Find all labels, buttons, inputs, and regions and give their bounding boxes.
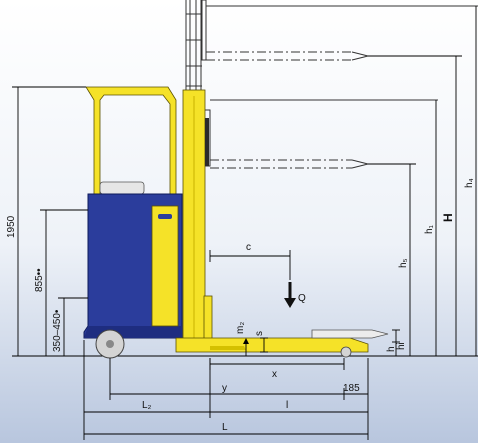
label-185: 185: [343, 383, 360, 394]
label-hi: hi: [396, 342, 407, 350]
label-855: 855••: [34, 268, 45, 292]
dim-h-hi: [392, 329, 400, 356]
dim-855: [40, 209, 88, 356]
dim-L2-l: [83, 340, 368, 440]
label-l: l: [286, 400, 288, 411]
label-s: s: [254, 331, 265, 336]
label-x: x: [272, 369, 277, 380]
label-Q: Q: [298, 293, 306, 304]
label-350-450: 350–450•: [52, 309, 63, 352]
side-panel: [151, 205, 179, 327]
fork-leg: [175, 337, 369, 353]
label-h1: h₁: [424, 224, 435, 234]
dim-y: [109, 358, 344, 400]
label-y: y: [222, 383, 227, 394]
dim-m2: [243, 338, 249, 356]
label-h4: h₄: [464, 178, 475, 188]
dim-h5: [368, 163, 416, 356]
label-H: H: [441, 213, 455, 222]
label-L: L: [222, 422, 228, 433]
dim-1950: [12, 86, 86, 356]
dim-H: [368, 55, 462, 356]
mast-chain: [205, 118, 209, 166]
operator-backrest: [99, 181, 145, 195]
label-m2: m₂: [235, 322, 246, 334]
dim-185: [343, 358, 369, 440]
lowered-fork-tip: [311, 329, 389, 339]
label-h: h: [386, 346, 397, 352]
panel-handle: [158, 214, 172, 219]
dim-c: [209, 250, 291, 280]
load-wheel: [340, 346, 352, 358]
label-L2: L₂: [142, 400, 152, 411]
label-1950: 1950: [6, 215, 17, 238]
label-c: c: [246, 242, 251, 253]
load-arrow: [284, 282, 296, 308]
label-h5: h₅: [398, 258, 409, 268]
dim-s: [260, 337, 268, 353]
dim-350-450: [58, 297, 88, 356]
forklift: [83, 86, 389, 359]
